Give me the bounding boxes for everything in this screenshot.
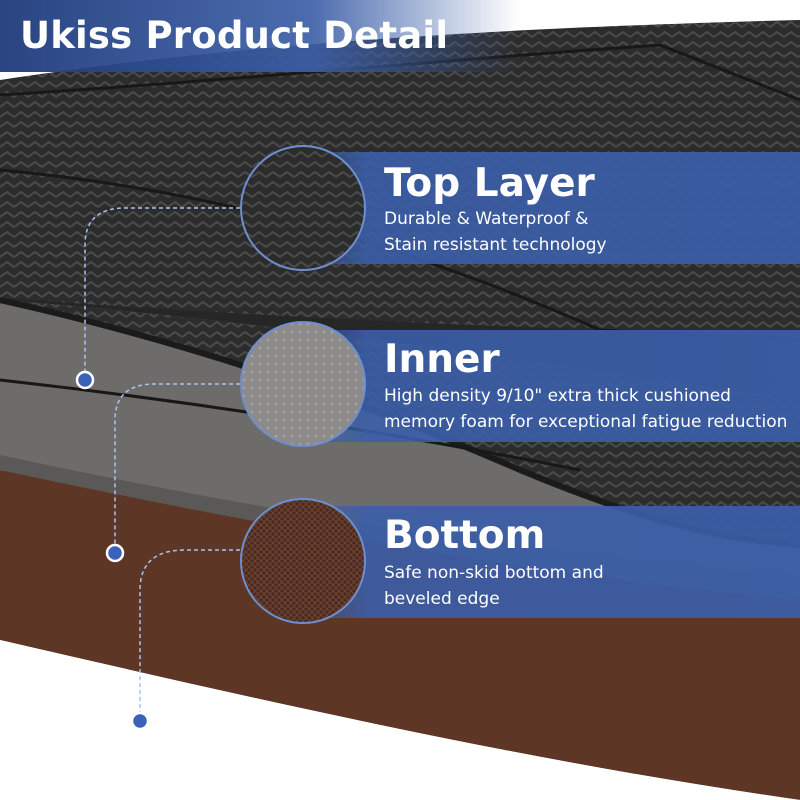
page-title: Ukiss Product Detail [20, 14, 449, 57]
bottom-layer-desc-line-1: Safe non-skid bottom and [384, 563, 604, 583]
inner-layer-swatch [240, 321, 366, 447]
bottom-layer-desc-line-2: beveled edge [384, 589, 500, 609]
connector-lines [84, 207, 240, 720]
inner-layer-title: Inner [384, 337, 500, 382]
inner-layer-marker [105, 543, 125, 563]
top-layer-swatch [240, 145, 366, 271]
top-layer-title: Top Layer [384, 161, 595, 206]
bottom-layer-title: Bottom [384, 513, 546, 558]
inner-layer-desc-line-2: memory foam for exceptional fatigue redu… [384, 412, 788, 432]
top-layer-marker [75, 370, 95, 390]
bottom-layer-marker [130, 711, 150, 731]
bottom-layer-swatch [240, 498, 366, 624]
top-layer-desc-line-1: Durable & Waterproof & [384, 209, 589, 229]
inner-layer-desc-line-1: High density 9/10" extra thick cushioned [384, 386, 731, 406]
top-layer-desc-line-2: Stain resistant technology [384, 235, 607, 255]
